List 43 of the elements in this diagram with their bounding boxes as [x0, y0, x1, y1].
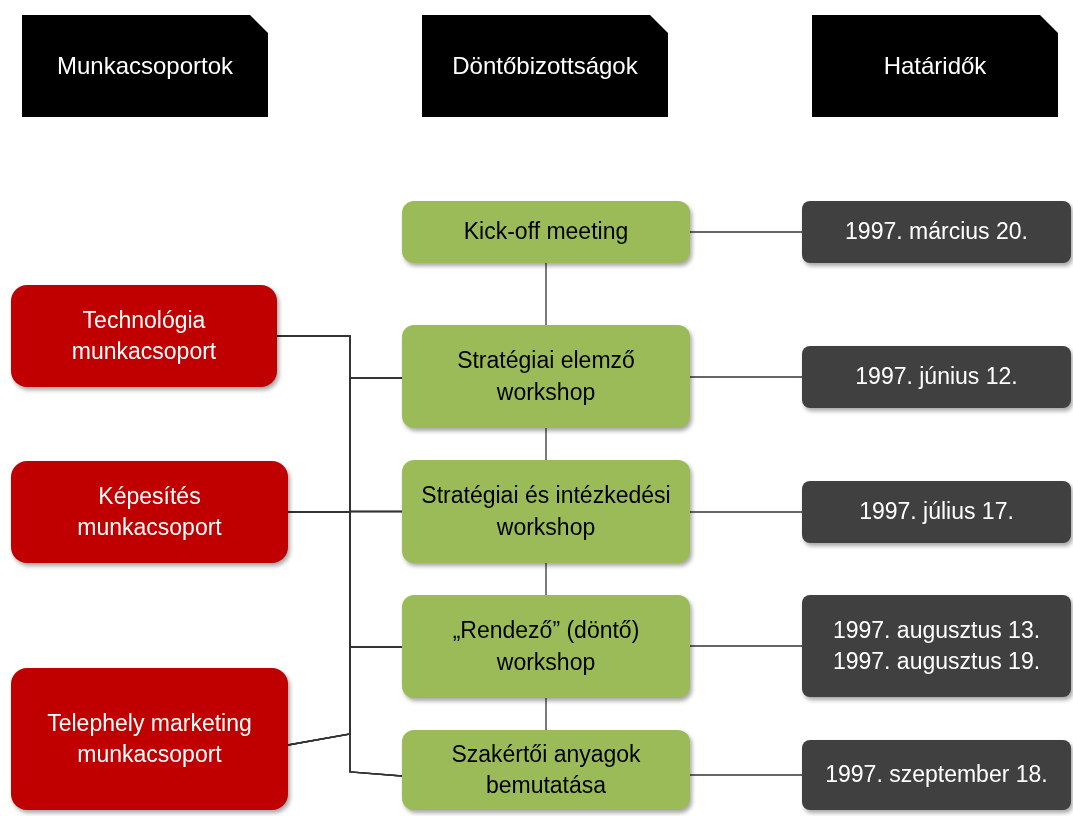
- event-box: [402, 325, 690, 428]
- event-box: [402, 460, 690, 563]
- connector-line: [689, 231, 803, 233]
- connector-line: [689, 511, 803, 513]
- working-group-box: [11, 668, 288, 810]
- column-heading: Határidők: [883, 50, 987, 81]
- connector-line: [545, 562, 547, 596]
- connector-line: [689, 774, 803, 776]
- box-label: Szakértői anyagok bemutatása: [450, 739, 642, 800]
- box-label: Stratégiai elemző workshop: [456, 346, 636, 407]
- date-box: [802, 595, 1071, 697]
- date-box: [802, 481, 1071, 543]
- connector-line: [545, 427, 547, 461]
- connector-line: [689, 645, 803, 647]
- box-label: Telephely marketing munkacsoport: [46, 708, 253, 769]
- connector-line: [689, 376, 803, 378]
- working-group-box: [11, 285, 277, 387]
- working-group-box: [11, 461, 288, 563]
- event-box: [402, 730, 690, 810]
- heading-box: [422, 15, 668, 117]
- column-heading: Döntőbizottságok: [452, 50, 638, 81]
- date-text: 1997. szeptember 18.: [825, 760, 1048, 790]
- box-label: Technológia munkacsoport: [70, 305, 218, 366]
- heading-box: [812, 15, 1058, 117]
- heading-box: [22, 15, 268, 117]
- connector-line: [545, 262, 547, 326]
- connector-line: [287, 733, 403, 777]
- event-box: [402, 201, 690, 263]
- box-label: Stratégiai és intézkedési workshop: [420, 481, 672, 542]
- box-label: Kick-off meeting: [463, 217, 629, 247]
- date-text: 1997. június 12.: [855, 362, 1018, 392]
- date-text: 1997. augusztus 19.: [832, 647, 1041, 676]
- box-label: „Rendező” (döntő) workshop: [451, 616, 641, 677]
- column-heading: Munkacsoportok: [56, 50, 234, 81]
- date-text: 1997. augusztus 13.: [832, 615, 1041, 645]
- event-box: [402, 595, 690, 698]
- date-box: [802, 740, 1071, 810]
- date-text: 1997. július 17.: [859, 497, 1014, 527]
- date-box: [802, 201, 1071, 263]
- box-label: Képesítés munkacsoport: [76, 481, 223, 542]
- connector-line: [545, 697, 547, 731]
- date-box: [802, 346, 1071, 408]
- date-text: 1997. március 20.: [845, 217, 1028, 247]
